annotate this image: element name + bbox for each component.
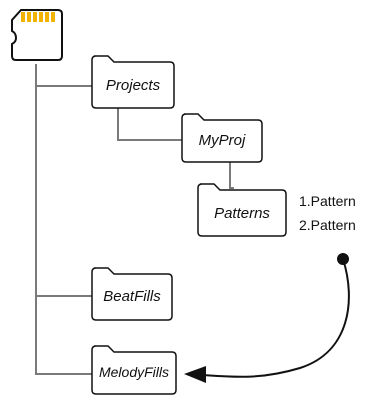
pattern-file-2: 2.Pattern <box>299 217 356 233</box>
folder-beatfills[interactable]: BeatFills <box>91 267 173 321</box>
tree-connectors <box>35 64 234 375</box>
folder-label-melodyfills: MelodyFills <box>99 364 169 380</box>
folder-projects[interactable]: Projects <box>91 55 175 109</box>
copy-arrow <box>184 253 350 383</box>
root-trunk-line <box>35 64 92 375</box>
pattern-file-1: 1.Pattern <box>299 193 356 209</box>
folder-label-myproj: MyProj <box>199 132 246 149</box>
connector-projects-myproj <box>117 108 182 141</box>
folder-label-projects: Projects <box>106 77 161 94</box>
folder-icon <box>91 345 177 395</box>
arrow-curve <box>201 258 350 378</box>
folder-icon <box>197 183 287 237</box>
folder-myproj[interactable]: MyProj <box>181 113 263 163</box>
folder-patterns[interactable]: Patterns <box>197 183 287 237</box>
folder-icon <box>91 55 175 109</box>
arrowhead-icon <box>184 366 206 383</box>
folder-label-beatfills: BeatFills <box>103 288 161 305</box>
folder-melodyfills[interactable]: MelodyFills <box>91 345 177 395</box>
folder-label-patterns: Patterns <box>214 205 270 222</box>
sd-card-icon <box>11 9 63 61</box>
folder-icon <box>91 267 173 321</box>
folder-icon <box>181 113 263 163</box>
connector-myproj-patterns <box>229 162 234 189</box>
